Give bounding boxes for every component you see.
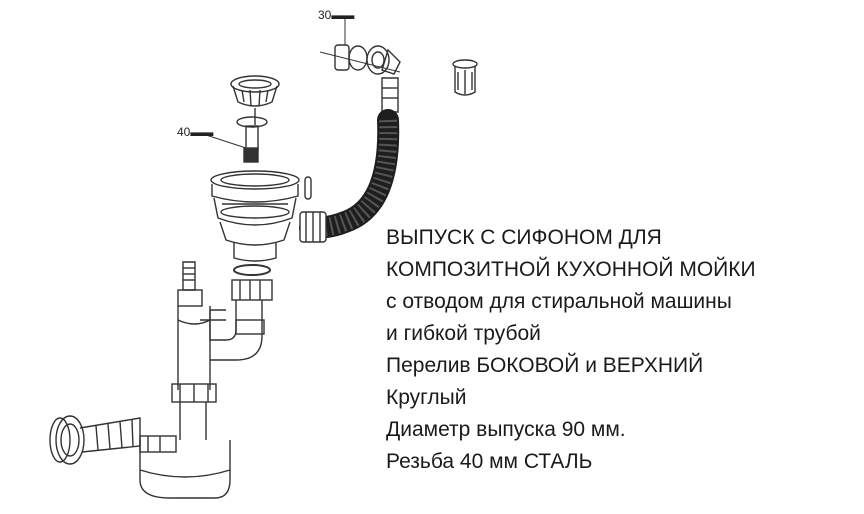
description-line6: Круглый: [386, 386, 467, 409]
description-title-line2: КОМПОЗИТНОЙ КУХОННОЙ МОЙКИ: [386, 258, 756, 281]
callout-part-30: 30▬▬: [318, 8, 354, 22]
strainer-stem: [199, 116, 268, 163]
overflow-sleeve: [452, 59, 478, 96]
retaining-pin: [304, 176, 312, 200]
siphon-vertical-tube: [171, 306, 226, 440]
siphon-bottle: [139, 435, 231, 499]
description-line7: Диаметр выпуска 90 мм.: [386, 418, 626, 441]
overflow-elbow: [381, 77, 399, 113]
product-description: ВЫПУСК С СИФОНОМ ДЛЯ КОМПОЗИТНОЙ КУХОННО…: [386, 222, 856, 478]
description-title-line1: ВЫПУСК С СИФОНОМ ДЛЯ: [386, 226, 662, 249]
washing-machine-branch: [177, 261, 203, 307]
description-line3: с отводом для стиральной машины: [386, 290, 732, 313]
overflow-cap-assembly: [319, 44, 401, 75]
callout-part-40: 40▬▬: [177, 125, 213, 139]
description-line4: и гибкой трубой: [386, 322, 541, 345]
description-line5: Перелив БОКОВОЙ и ВЕРХНИЙ: [386, 354, 704, 377]
flexible-drain-pipe: [49, 415, 141, 465]
siphon-elbow: [209, 279, 273, 361]
description-line8: Резьба 40 мм СТАЛЬ: [386, 450, 593, 473]
drain-outlet-body: [210, 170, 300, 262]
hose-coupling-nut: [299, 211, 327, 243]
strainer-basket: [230, 75, 280, 125]
outlet-ring: [233, 264, 271, 276]
